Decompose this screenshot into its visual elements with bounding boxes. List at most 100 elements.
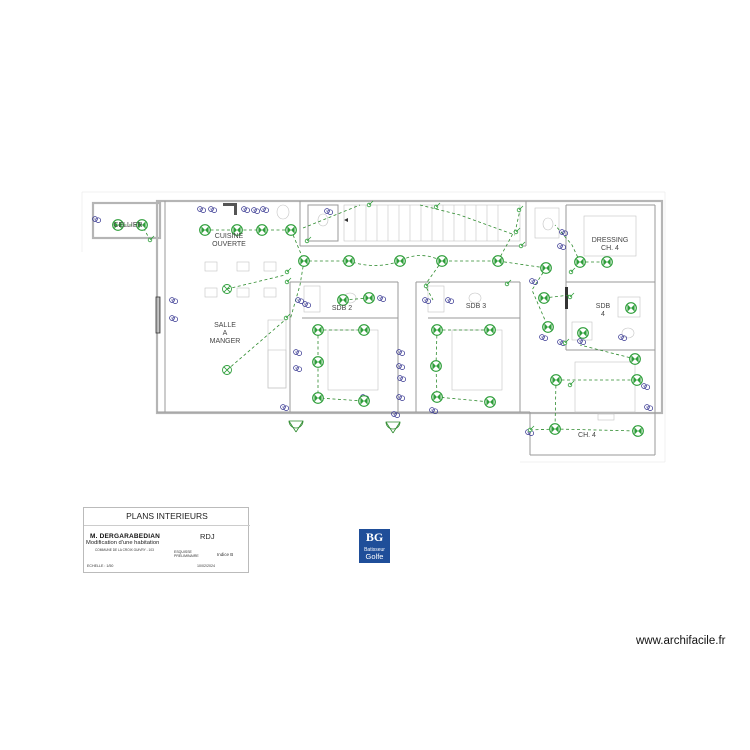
furniture [204, 204, 641, 421]
wiring-line [419, 204, 516, 236]
power-outlet-icon [429, 407, 438, 414]
room-label-sdb: SDB [596, 303, 611, 310]
power-outlet-icon [241, 206, 250, 213]
switch-icon [284, 277, 292, 285]
wall-light-icon [222, 365, 232, 375]
power-outlet-icon [577, 338, 586, 345]
switch-icon [567, 380, 575, 388]
wiring-line [543, 294, 571, 299]
ceiling-light-icon [632, 425, 644, 437]
switch-icon [567, 292, 575, 300]
wiring-line [529, 428, 556, 431]
light-switches [147, 200, 576, 433]
power-outlet-icon [251, 207, 260, 214]
ceiling-light-icon [577, 327, 589, 339]
room-label-dressing-ch4: CH. 4 [601, 245, 619, 252]
client-name: M. DERGARABEDIAN [90, 533, 161, 540]
switch-icon [366, 200, 374, 208]
wiring-line [497, 209, 521, 262]
logo-line-1: Batisseur [364, 547, 385, 553]
power-outlet-icon [397, 375, 406, 382]
ceiling-light-icon [337, 294, 349, 306]
room-label-sdb-3: SDB 3 [466, 303, 486, 310]
wall-light-icon [222, 284, 232, 294]
power-outlet-icon [644, 404, 653, 411]
ceiling-light-icon [430, 360, 442, 372]
power-outlet-icon [557, 243, 566, 250]
archifacile-watermark[interactable]: www.archifacile.fr [636, 635, 726, 647]
ceiling-light-icon [199, 224, 211, 236]
power-outlet-icon [396, 349, 405, 356]
power-outlet-icon [280, 404, 289, 411]
ceiling-light-icon [540, 262, 552, 274]
switch-icon [516, 205, 524, 213]
wiring-line [289, 260, 305, 321]
power-outlet-icon [539, 334, 548, 341]
power-outlet-icon [391, 411, 400, 418]
project-description: Modification d'une habitation [86, 540, 160, 546]
ceiling-light-icon [231, 224, 243, 236]
switch-icon [568, 267, 576, 275]
ceiling-light-icon [629, 353, 641, 365]
room-labels: CELLIER CUISINE OUVERTE SALLE A MANGER D… [113, 222, 628, 439]
ceiling-light-icon [549, 423, 561, 435]
room-label-sdb-4: 4 [601, 311, 605, 318]
ceiling-light-icon [484, 324, 496, 336]
wiring-line [290, 229, 547, 269]
power-outlet-icon [169, 297, 178, 304]
project-address: COMMUNE DE LA CROIX GUIVRY - 103 [95, 548, 154, 552]
wiring-line [317, 330, 365, 402]
plan-boundary [81, 191, 666, 463]
power-outlet-icon [197, 206, 206, 213]
logo-line-2: Golfe [365, 552, 384, 561]
scale-label: ECHELLE : 1/50 [87, 564, 114, 568]
ceiling-light-icon [431, 324, 443, 336]
ceiling-light-icon [631, 374, 643, 386]
ceiling-light-icon [112, 219, 124, 231]
ceiling-light-icon [358, 324, 370, 336]
ceiling-light-icon [256, 224, 268, 236]
power-outlet-icon [557, 339, 566, 346]
wiring-line [579, 344, 636, 360]
ceiling-light-icon [343, 255, 355, 267]
ceiling-light-icon [312, 392, 324, 404]
ceiling-light-icon [484, 396, 496, 408]
power-outlet-icon [641, 383, 650, 390]
room-label-salle-a: A [223, 330, 228, 337]
revision-index: Indice B [217, 552, 234, 557]
room-label-cellier: CELLIER [113, 222, 142, 229]
switch-icon [513, 227, 521, 235]
power-outlet-icon [293, 365, 302, 372]
logo-mark: BG [365, 530, 384, 544]
level-label: RDJ [200, 532, 215, 541]
ceiling-light-icon [436, 255, 448, 267]
wiring-line [554, 428, 639, 432]
ceiling-light-icon [394, 255, 406, 267]
ceiling-light-icon [492, 255, 504, 267]
switch-icon [433, 202, 441, 210]
wiring-line [342, 297, 370, 301]
power-outlet-icon [396, 363, 405, 370]
ceiling-light-icon [542, 321, 554, 333]
power-outlet-icon [422, 297, 431, 304]
wiring-line [435, 329, 491, 403]
wiring-line [226, 274, 286, 290]
wiring-line [424, 260, 443, 301]
room-label-sdb-2: SDB 2 [332, 305, 352, 312]
staircase [343, 204, 521, 242]
ceiling-light-icon [363, 292, 375, 304]
ceiling-light-icon [601, 256, 613, 268]
ceiling-light-icon [312, 324, 324, 336]
wiring-line [226, 319, 286, 371]
power-outlet-icon [396, 394, 405, 401]
power-outlet-icon [302, 301, 311, 308]
room-label-manger: MANGER [210, 338, 241, 345]
room-label-cuisine-ouverte: OUVERTE [212, 241, 246, 248]
switch-icon [518, 241, 526, 249]
title-block: PLANS INTERIEURS M. DERGARABEDIAN Modifi… [83, 507, 250, 573]
ceiling-light-icon [298, 255, 310, 267]
power-outlet-icon [529, 278, 538, 285]
power-outlet-icon [260, 206, 269, 213]
title-block-heading: PLANS INTERIEURS [84, 508, 250, 526]
room-label-dressing: DRESSING [592, 237, 629, 244]
